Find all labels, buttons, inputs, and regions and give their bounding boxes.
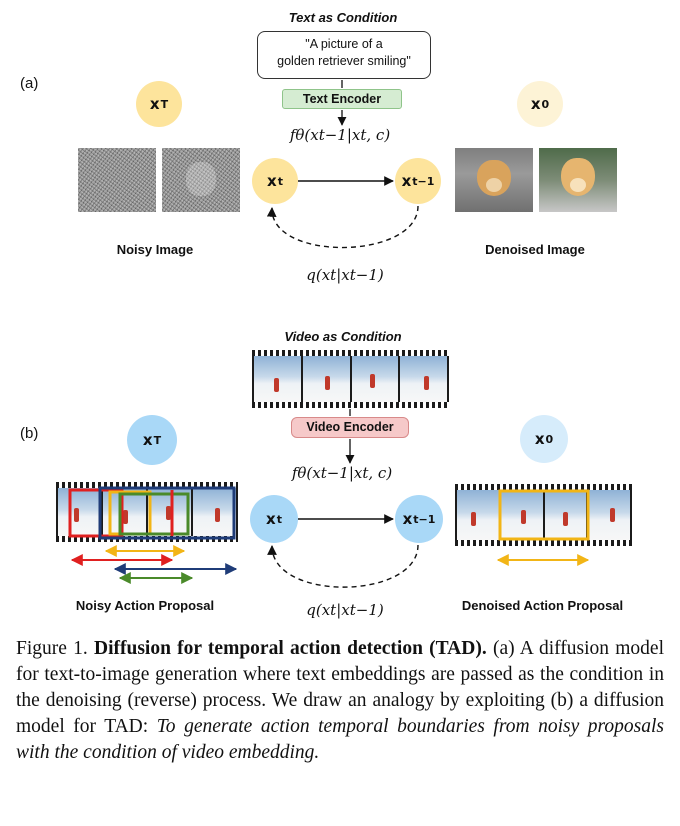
noisy-box-red	[68, 488, 124, 538]
node-x0-a-label: x	[530, 95, 541, 113]
diagram-overlay	[68, 80, 590, 588]
node-xt-a-label: x	[267, 172, 277, 190]
denoised-frame-1	[457, 490, 499, 540]
noisy-frame-1	[58, 488, 101, 536]
film-perforation-bottom	[252, 402, 449, 408]
video-frame-4	[400, 356, 447, 402]
node-xt1-b-label: x	[402, 510, 413, 528]
denoised-strip-perf-bottom	[455, 540, 632, 546]
forward-equation-b: fθ(xt−1|xt, c)	[291, 464, 393, 482]
dog-muzzle-1	[486, 178, 502, 192]
noisy-frame-4	[193, 488, 236, 536]
video-encoder-box: Video Encoder	[291, 417, 409, 438]
panel-b-label: (b)	[20, 425, 39, 442]
noisy-box-yellow	[108, 490, 152, 536]
node-xt-b-sub: t	[276, 512, 282, 526]
text-prompt-box: "A picture of a golden retriever smiling…	[257, 31, 431, 79]
denoised-frame-2	[500, 490, 543, 540]
denoised-image-caption: Denoised Image	[485, 242, 585, 257]
denoised-strip-frames	[455, 490, 632, 540]
text-condition-title: Text as Condition	[288, 10, 398, 25]
node-xT-b-sub: T	[153, 433, 162, 447]
video-frame-2	[302, 356, 350, 402]
node-xT-a-label: x	[149, 95, 160, 113]
noisy-strip-perf-top	[56, 482, 238, 488]
denoised-proposal-caption: Denoised Action Proposal	[461, 598, 624, 613]
noisy-box-navy	[98, 486, 236, 540]
node-xt-b-label: x	[266, 510, 276, 528]
video-frame-3	[351, 356, 399, 402]
denoised-box-yellow	[498, 489, 590, 541]
film-perforation-top	[252, 350, 449, 356]
noisy-image-caption: Noisy Image	[116, 242, 194, 257]
node-x0-b-label: x	[534, 430, 545, 448]
node-xt1-a-label: x	[401, 172, 412, 190]
prompt-line-1: "A picture of a	[305, 37, 383, 51]
node-xT-b-label: x	[142, 431, 153, 449]
forward-equation-a: fθ(xt−1|xt, c)	[289, 126, 391, 144]
dog-muzzle-2	[570, 178, 586, 192]
panel-a-label: (a)	[20, 75, 39, 92]
node-xT-a-sub: T	[160, 97, 169, 111]
node-x0-b-sub: 0	[545, 432, 554, 446]
denoised-frame-3	[544, 490, 587, 540]
faint-dog-shape	[186, 162, 216, 196]
node-xt1-b-sub: t−1	[413, 512, 436, 526]
reverse-equation-b: q(xt|xt−1)	[306, 601, 384, 619]
caption-italic: To generate action temporal boundaries f…	[16, 716, 664, 763]
noisy-image-2	[162, 148, 240, 212]
noisy-proposal-caption: Noisy Action Proposal	[75, 598, 215, 613]
node-xt1-a-sub: t−1	[412, 174, 435, 188]
denoised-image-1	[455, 148, 533, 212]
video-frame-1	[254, 356, 301, 402]
noisy-strip-frames	[56, 488, 238, 536]
denoised-frame-4	[588, 490, 630, 540]
video-condition-title: Video as Condition	[284, 329, 402, 344]
video-frames	[252, 356, 449, 402]
prompt-line-2: golden retriever smiling"	[277, 54, 411, 68]
caption-bold-title: Diffusion for temporal action detection …	[94, 638, 487, 659]
denoised-strip-perf-top	[455, 484, 632, 490]
caption-body: (a) A diffusion model for text-to-image …	[16, 638, 665, 737]
noisy-box-green	[118, 492, 190, 536]
denoised-proposal-strip	[455, 484, 632, 546]
reverse-dashed-arrow-a	[266, 205, 419, 249]
noisy-frame-3	[148, 488, 191, 536]
video-condition-strip	[252, 350, 449, 408]
reverse-dashed-arrow-b	[267, 544, 419, 588]
caption-prefix: Figure 1.	[16, 638, 94, 659]
node-x0-a-sub: 0	[541, 97, 550, 111]
text-encoder-box: Text Encoder	[282, 89, 402, 109]
figure-caption: Figure 1. Diffusion for temporal action …	[16, 636, 664, 766]
noisy-proposal-strip	[56, 482, 238, 542]
noisy-image-1	[78, 148, 156, 212]
node-xt-a-sub: t	[277, 174, 283, 188]
reverse-equation-a: q(xt|xt−1)	[306, 266, 384, 284]
denoised-image-2	[539, 148, 617, 212]
